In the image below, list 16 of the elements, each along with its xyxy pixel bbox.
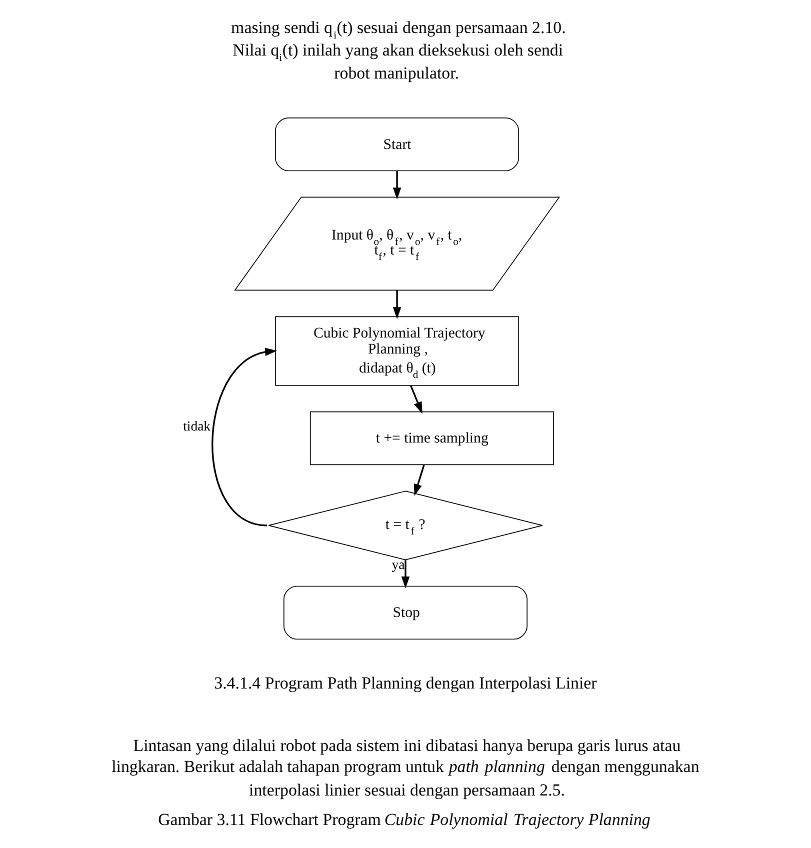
- node-box: t += time sampling: [310, 410, 554, 465]
- edge-label: tidak: [183, 418, 211, 434]
- caption: Gambar 3.11 Flowchart Program Cubic Polynomial Trajectory Planning: [158, 809, 650, 828]
- arrow: [212, 347, 277, 526]
- arrow: [401, 560, 410, 588]
- node-box: Stop: [284, 585, 528, 640]
- label: Lintasan yang dilalui robot pada sistem ini dibatasi hanya berupa garis lurus atau lingkaran. Berikut adalah tahapan program untuk path planning dengan menggunakan interpolasi linier sesuai dengan persamaan 2.5.: [112, 735, 700, 799]
- arrow: [392, 170, 402, 199]
- node-diamond: t = t$_{f}$ ?: [268, 490, 543, 560]
- arrow: [392, 290, 402, 318]
- arrow: [414, 464, 425, 496]
- label: masing sendi q$_{i}$(t) sesuai dengan persamaan 2.10. Nilai q$_{i}$(t) inilah yang akan dieksekusi oleh sendi robot manipulator.: [231, 18, 566, 82]
- label: 3.4.1.4 Program Path Planning dengan Interpolasi Linier: [214, 673, 597, 692]
- node-box: Cubic Polynomial Trajectory Planning , didapat θ$_{d}$ (t): [275, 316, 520, 386]
- arrow: [410, 384, 422, 414]
- node-box: Start: [275, 116, 520, 171]
